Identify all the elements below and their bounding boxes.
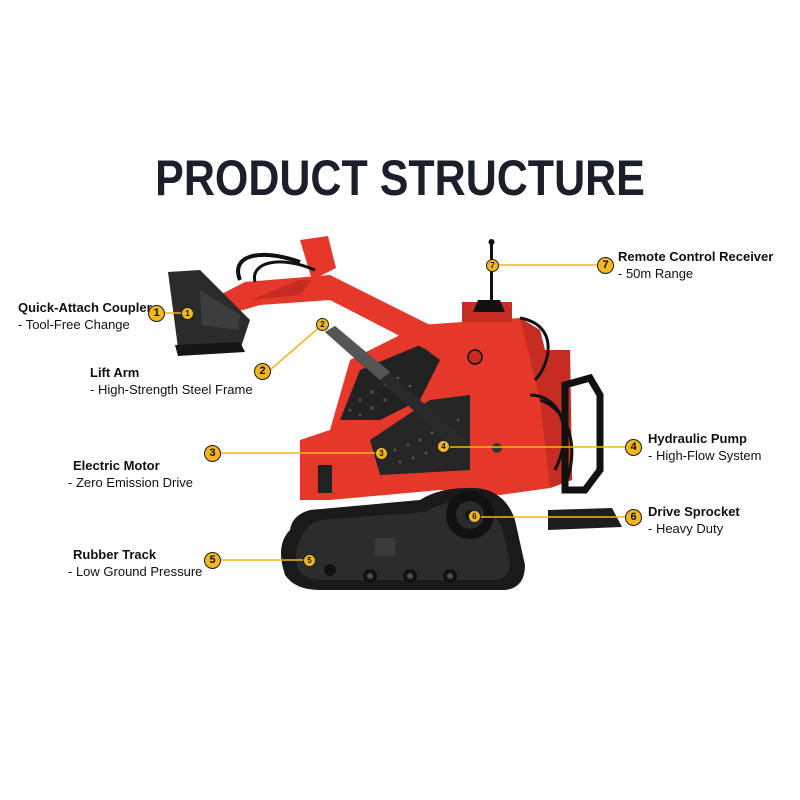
badge-6: 6 xyxy=(625,509,642,526)
badge-1: 1 xyxy=(148,305,165,322)
callout-desc: - High-Flow System xyxy=(648,448,762,463)
callout-desc: - Zero Emission Drive xyxy=(68,475,193,490)
badge-3: 3 xyxy=(204,445,221,462)
callout-name: Electric Motor xyxy=(73,458,160,473)
callout-desc: - High-Strength Steel Frame xyxy=(90,382,253,397)
badge-2: 2 xyxy=(254,363,271,380)
callout-desc: - Low Ground Pressure xyxy=(68,564,203,579)
page-title: PRODUCT STRUCTURE xyxy=(155,150,645,206)
callout-rubber-track: Rubber Track - Low Ground Pressure xyxy=(68,546,202,580)
badge-7: 7 xyxy=(597,257,614,274)
callout-name: Rubber Track xyxy=(73,547,157,562)
marker-6-on-sprocket: 6 xyxy=(468,510,481,523)
callout-electric-motor: Electric Motor - Zero Emission Drive xyxy=(68,457,193,491)
marker-3-on-motor: 3 xyxy=(375,447,388,460)
callout-desc: - Tool-Free Change xyxy=(18,317,130,332)
marker-1-on-coupler: 1 xyxy=(181,307,194,320)
callout-desc: - 50m Range xyxy=(618,266,694,281)
badge-4: 4 xyxy=(625,439,642,456)
badge-5: 5 xyxy=(204,552,221,569)
callout-name: Drive Sprocket xyxy=(648,504,740,519)
callout-drive-sprocket: Drive Sprocket - Heavy Duty xyxy=(648,503,740,537)
callout-desc: - Heavy Duty xyxy=(648,521,724,536)
marker-7-on-antenna: 7 xyxy=(486,259,499,272)
callout-lift-arm: Lift Arm - High-Strength Steel Frame xyxy=(90,364,253,398)
callout-name: Remote Control Receiver xyxy=(618,249,774,264)
callout-name: Quick-Attach Coupler xyxy=(18,300,152,315)
callout-hydraulic-pump: Hydraulic Pump - High-Flow System xyxy=(648,430,761,464)
callout-name: Hydraulic Pump xyxy=(648,431,747,446)
callout-quick-attach-coupler: Quick-Attach Coupler - Tool-Free Change xyxy=(18,299,152,333)
marker-5-on-track: 5 xyxy=(303,554,316,567)
callout-name: Lift Arm xyxy=(90,365,140,380)
marker-2-on-lift-arm: 2 xyxy=(316,318,329,331)
callout-remote-control-receiver: Remote Control Receiver - 50m Range xyxy=(618,248,773,282)
marker-4-on-pump: 4 xyxy=(437,440,450,453)
